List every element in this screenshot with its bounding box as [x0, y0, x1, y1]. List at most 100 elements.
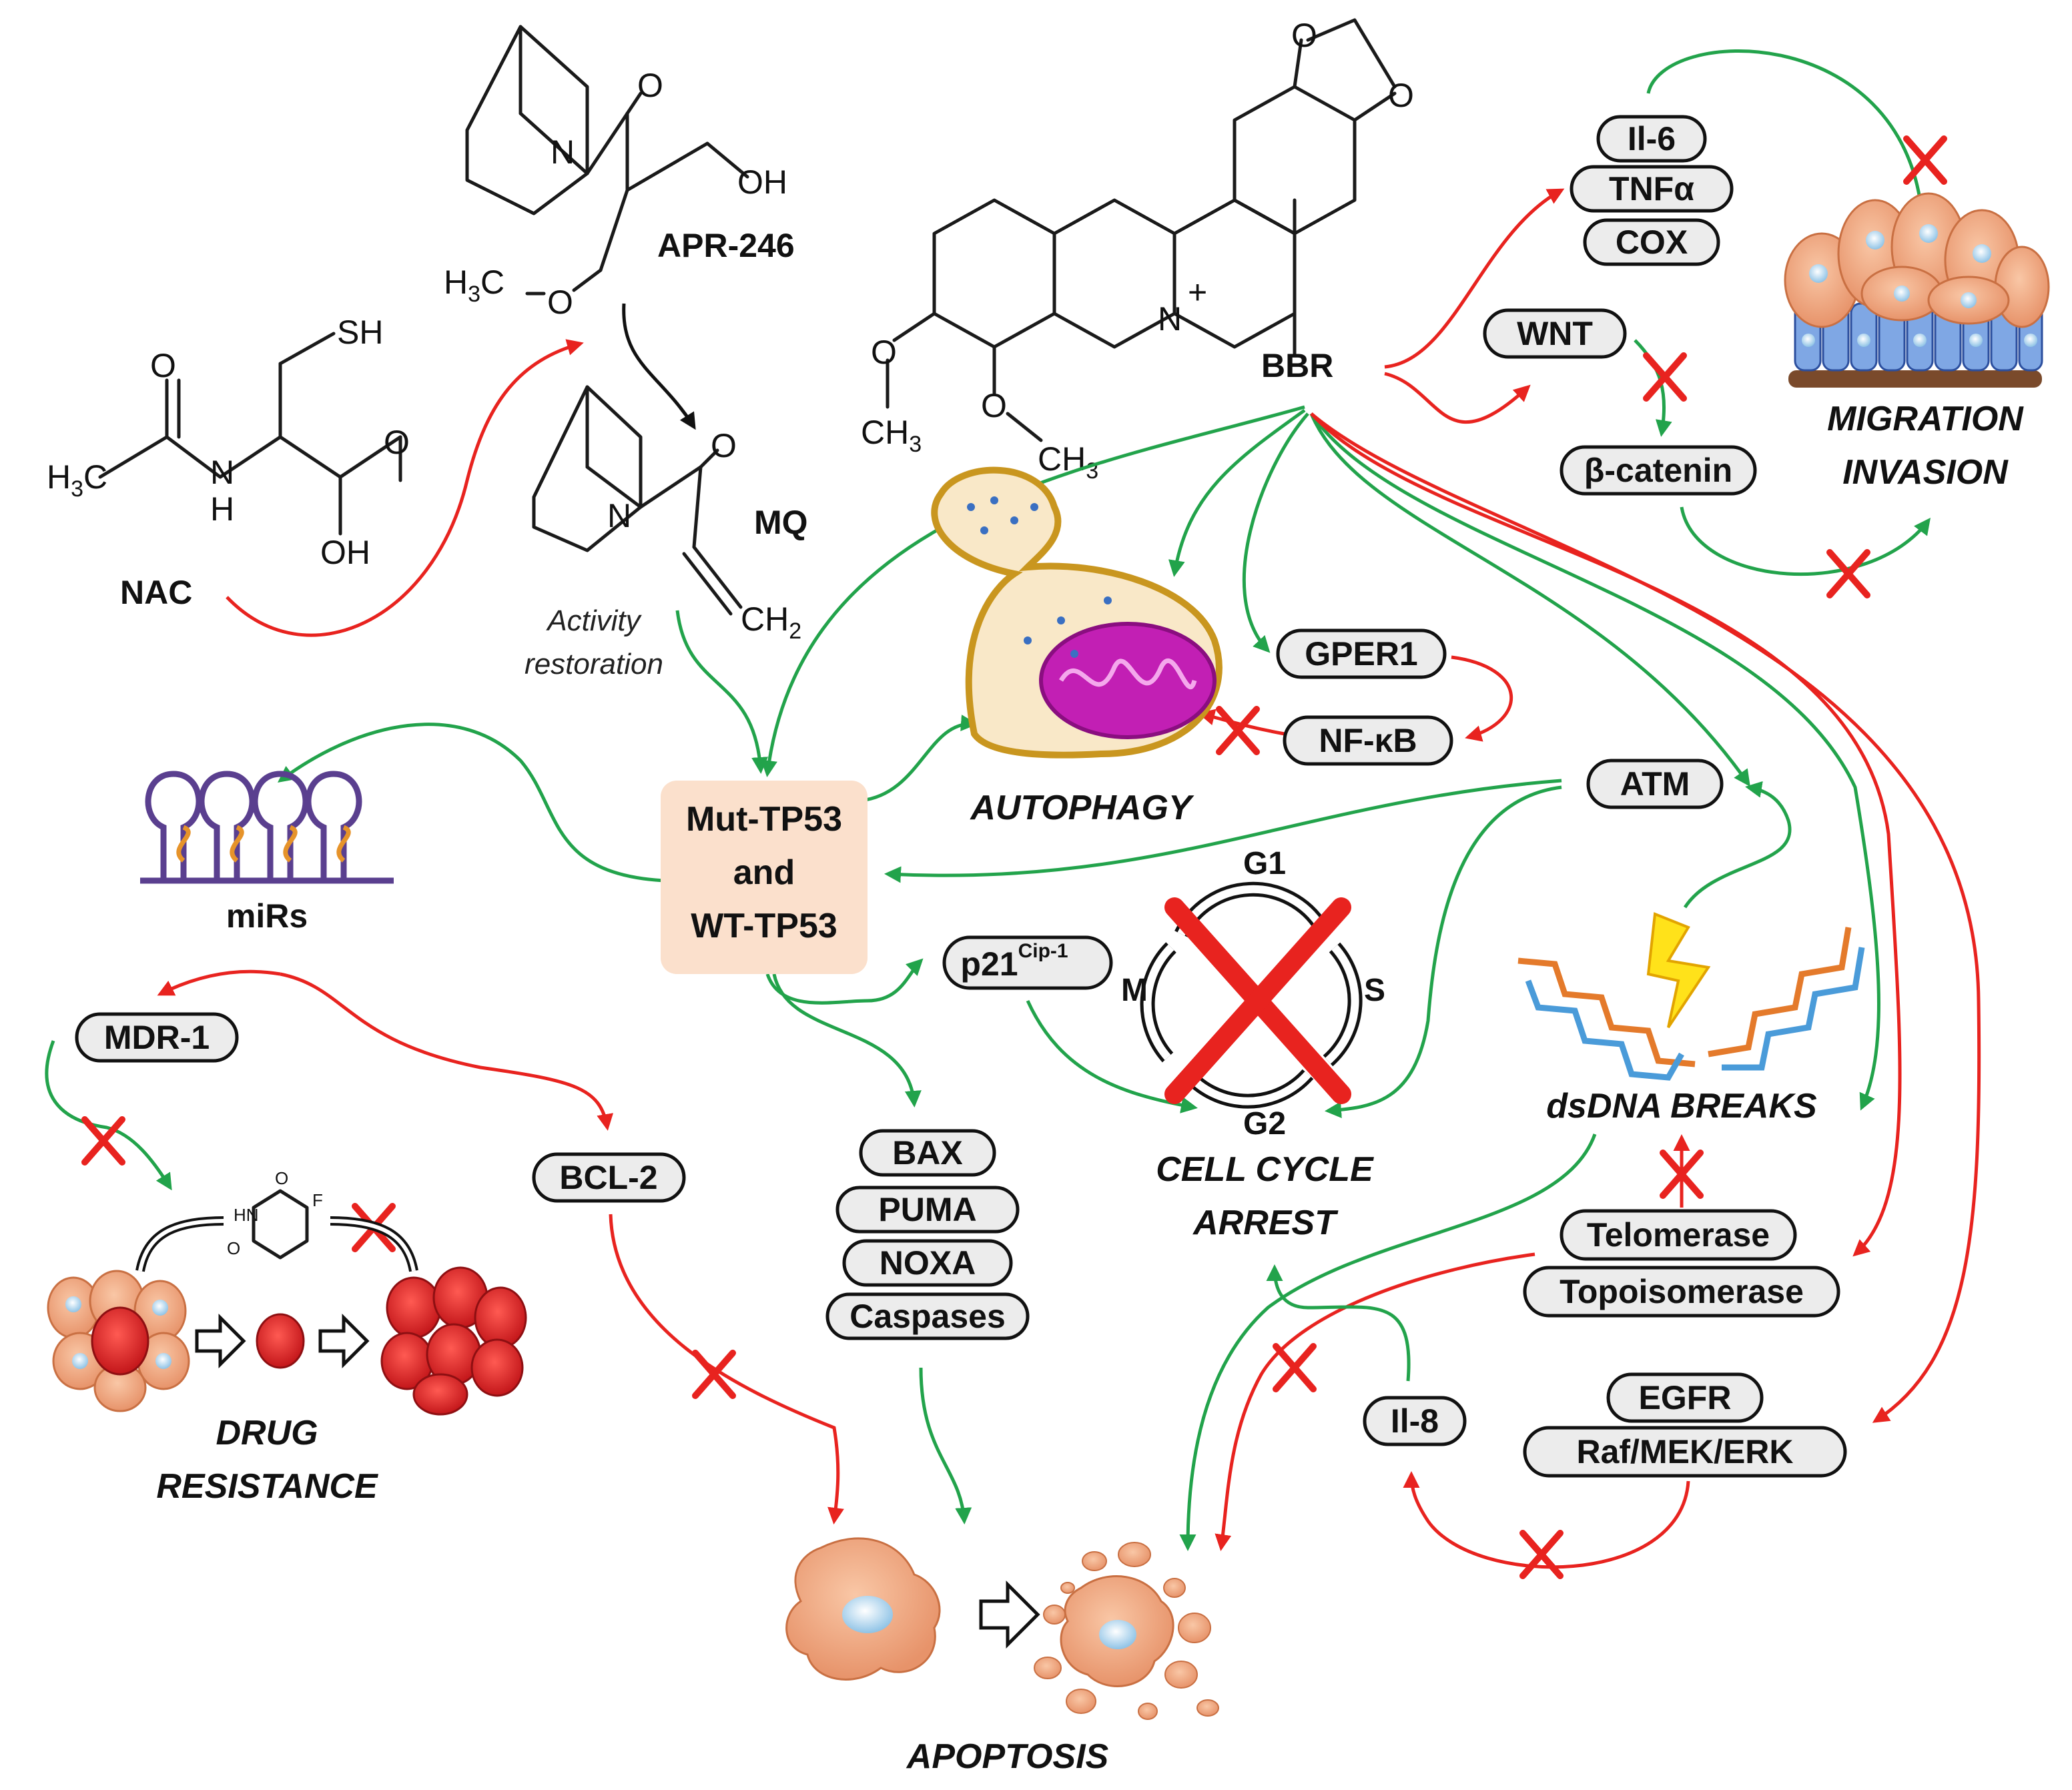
svg-text:BCL-2: BCL-2	[559, 1159, 657, 1196]
atom-o: O	[1388, 77, 1414, 114]
inhibit-mark	[1643, 352, 1687, 402]
mq-label: MQ	[754, 504, 808, 541]
tp53-line1: Mut-TP53	[686, 800, 842, 839]
svg-text:WNT: WNT	[1517, 315, 1593, 352]
atom-ch3: CH3	[1038, 440, 1098, 484]
atom-n: N	[1158, 300, 1182, 338]
tp53-box	[661, 781, 868, 974]
arrow-bbr-egfr	[1310, 412, 1981, 1423]
activity-line1: Activity	[545, 604, 642, 637]
arrow-caspases-apoptosis	[919, 1367, 972, 1524]
atom-h3c: H3C	[47, 458, 107, 502]
arrow-mirs-mdr1	[157, 969, 281, 996]
bbr-structure: O O N + O O CH3 CH3 BBR	[861, 17, 1414, 484]
svg-text:Il-8: Il-8	[1391, 1402, 1439, 1440]
atom-ch3: CH3	[861, 414, 922, 457]
svg-text:ATM: ATM	[1620, 765, 1690, 803]
nac-label: NAC	[120, 574, 192, 611]
atom-h: H	[210, 490, 234, 528]
cycle-g1: G1	[1243, 846, 1286, 881]
cycle-g2: G2	[1243, 1106, 1286, 1142]
inhibit-mark	[692, 1350, 736, 1399]
apoptosis-icon	[785, 1537, 1219, 1720]
bcatenin-node: β-catenin	[1560, 445, 1757, 496]
arrow-dsdna-atm	[1683, 781, 1792, 909]
inhibit-mark	[1826, 549, 1870, 598]
svg-text:Il-6: Il-6	[1628, 120, 1676, 157]
atm-node: ATM	[1586, 759, 1724, 809]
atom-ch2: CH2	[741, 600, 801, 644]
lightning-icon	[1646, 912, 1711, 1029]
inhibit-mark	[1903, 135, 1947, 185]
activity-line2: restoration	[525, 648, 663, 681]
drug-resistance-icon: HN F O O	[47, 1168, 527, 1416]
arrow-mirs-bcl2	[280, 972, 614, 1131]
tnfa-node: TNFα	[1570, 165, 1734, 213]
telomerase-node: Telomerase	[1560, 1209, 1797, 1261]
arrow-bcatenin-migration	[1680, 506, 1931, 576]
fluorouracil-structure: HN F O O	[227, 1168, 323, 1260]
migration-label: MIGRATION	[1827, 400, 2024, 438]
svg-text:Topoisomerase: Topoisomerase	[1560, 1273, 1804, 1310]
il6-node: Il-6	[1596, 115, 1707, 163]
arrow-bbr-telomerase	[1310, 412, 1902, 1257]
arrow-atm-tp53	[884, 779, 1562, 883]
tp53-line3: WT-TP53	[691, 907, 837, 945]
arrow-atm-g2	[1325, 785, 1562, 1119]
nfkb-node: NF-κB	[1283, 715, 1453, 766]
arrow-cytokines-migration	[1646, 49, 1929, 217]
drug-label: DRUG	[216, 1414, 318, 1452]
bbr-label: BBR	[1261, 347, 1333, 384]
apr246-structure: N O OH O H3C APR-246	[444, 25, 795, 321]
inhibition-marks	[81, 135, 1947, 1579]
mdr1-node: MDR-1	[75, 1012, 239, 1063]
atom-o: O	[981, 387, 1007, 424]
arrow-tp53-bax	[772, 973, 922, 1107]
svg-text:NOXA: NOXA	[880, 1244, 976, 1282]
arrow-p21-g2	[1026, 999, 1198, 1113]
cycle-m: M	[1121, 973, 1148, 1008]
atom-o: O	[384, 424, 410, 461]
dsdna-label: dsDNA BREAKS	[1546, 1087, 1817, 1126]
arrow-bbr-atm	[1309, 413, 1750, 787]
svg-text:PUMA: PUMA	[878, 1191, 976, 1228]
arrow-dsdna-apoptosis	[1179, 1134, 1597, 1551]
atom-o: O	[275, 1168, 288, 1188]
inhibit-mark	[1660, 1150, 1704, 1199]
arrow-gper1-nfkb	[1451, 655, 1513, 742]
rafmekerk-node: Raf/MEK/ERK	[1523, 1426, 1847, 1478]
gper1-node: GPER1	[1276, 628, 1447, 679]
mitochondrion-icon	[1039, 622, 1217, 739]
cell-cycle-label: CELL CYCLE	[1156, 1150, 1374, 1189]
arrow-nfkb-autophagy	[1198, 709, 1285, 736]
bax-node: BAX	[859, 1129, 996, 1177]
atom-h3c: H3C	[444, 264, 504, 307]
il8-node: Il-8	[1363, 1396, 1467, 1446]
inhibit-mark	[1519, 1530, 1564, 1579]
noxa-node: NOXA	[842, 1239, 1013, 1287]
atom-oh: OH	[320, 534, 370, 571]
atom-sh: SH	[337, 314, 383, 351]
atom-hn: HN	[234, 1205, 259, 1225]
svg-text:Raf/MEK/ERK: Raf/MEK/ERK	[1576, 1433, 1793, 1470]
inhibit-mark	[1216, 706, 1260, 755]
svg-text:TNFα: TNFα	[1609, 170, 1694, 207]
autophagy-label: AUTOPHAGY	[969, 789, 1194, 827]
dna-break-icon	[1517, 912, 1865, 1081]
arrow-mdr1-drug	[45, 1040, 172, 1191]
arrow-il8-cellcycle	[1266, 1264, 1411, 1382]
arrow-bcl2-apoptosis	[609, 1214, 844, 1524]
svg-text:p21Cip-1: p21Cip-1	[960, 940, 1068, 983]
nac-structure: O SH H3C N H O OH NAC	[47, 314, 410, 611]
arrow-tp53-mirs	[277, 723, 665, 883]
svg-text:Caspases: Caspases	[849, 1298, 1006, 1335]
arrow-tp53-autophagy	[860, 715, 978, 803]
arrow-bbr-cytokines	[1384, 188, 1565, 369]
mirs-icon	[140, 771, 394, 884]
svg-text:BAX: BAX	[892, 1134, 963, 1172]
inhibit-mark	[1273, 1343, 1317, 1392]
svg-text:EGFR: EGFR	[1639, 1379, 1732, 1416]
arrow-bbr-gper1	[1242, 412, 1309, 653]
arrow-mq-tp53	[675, 610, 769, 774]
